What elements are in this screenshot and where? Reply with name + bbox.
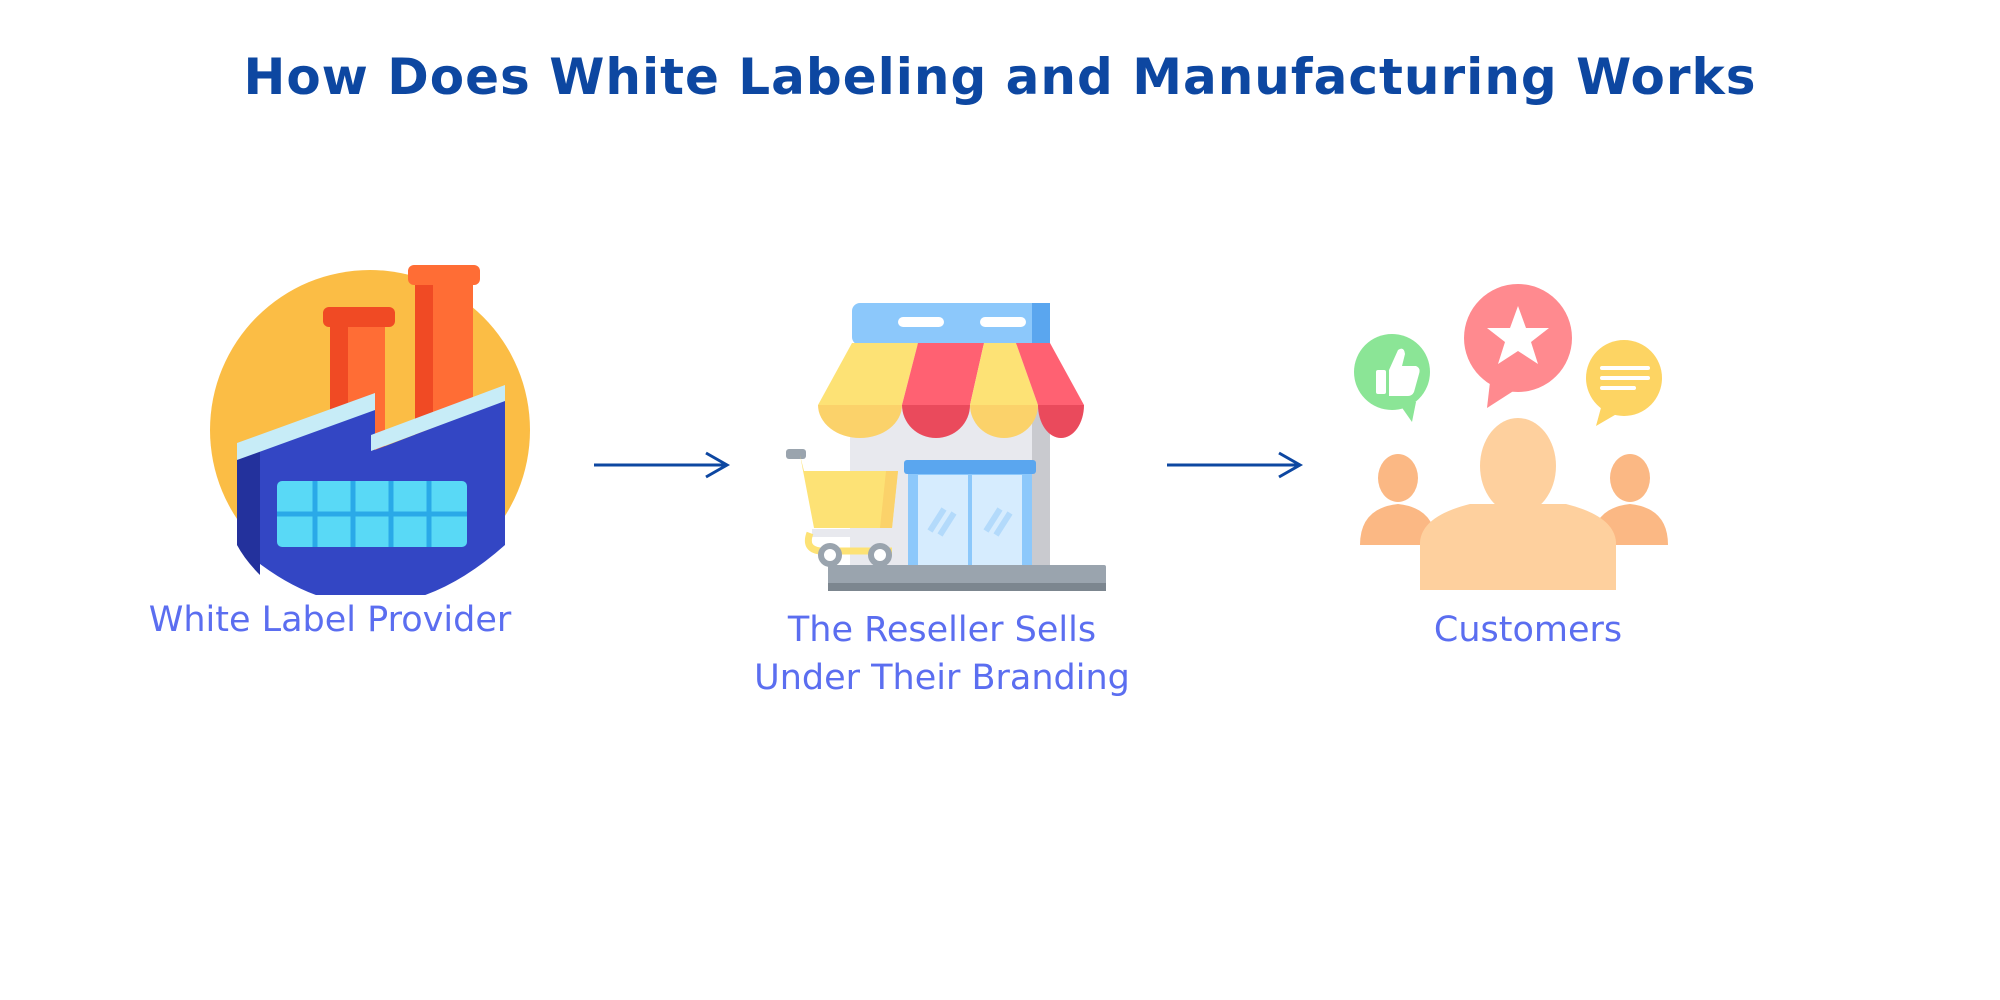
flow-arrow-1 [594, 451, 731, 479]
step-label-customers: Customers [1433, 610, 1623, 650]
customer-person-center [1420, 418, 1616, 590]
step-customers [1350, 280, 1670, 590]
step-provider [205, 265, 535, 605]
step-label-reseller-line-1: The Reseller Sells [787, 610, 1097, 650]
factory-icon [210, 265, 530, 605]
message-bubble-icon [1586, 340, 1662, 426]
step-label-provider: White Label Provider [148, 600, 512, 640]
customers-icon [1354, 284, 1668, 590]
diagram-title: How Does White Labeling and Manufacturin… [243, 48, 1757, 106]
thumbs-up-bubble-icon [1354, 334, 1430, 422]
step-reseller [780, 303, 1110, 593]
flow-arrow-2 [1167, 451, 1304, 479]
storefront-icon [786, 303, 1106, 591]
customer-person-left [1360, 454, 1436, 545]
step-label-reseller: The Reseller Sells Under Their Branding [742, 606, 1142, 702]
star-bubble-icon [1464, 284, 1572, 408]
step-label-reseller-line-2: Under Their Branding [754, 658, 1130, 698]
